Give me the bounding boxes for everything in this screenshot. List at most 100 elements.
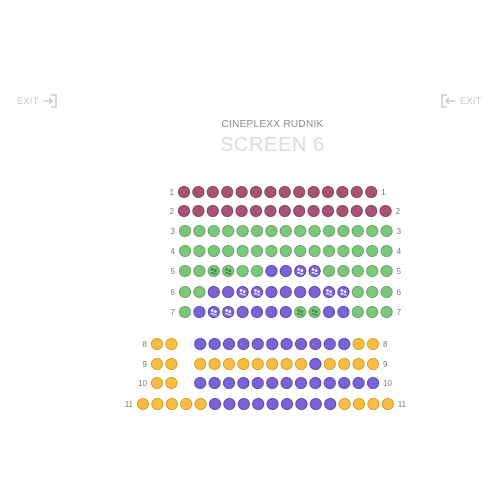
seat[interactable] <box>237 357 250 371</box>
seat[interactable] <box>222 224 235 238</box>
seat[interactable] <box>237 397 250 411</box>
seat[interactable] <box>207 305 220 319</box>
seat[interactable] <box>351 285 364 299</box>
seat[interactable] <box>266 337 279 351</box>
seat[interactable] <box>380 224 393 238</box>
seat[interactable] <box>194 376 207 390</box>
seat[interactable] <box>206 204 219 218</box>
seat[interactable] <box>380 264 393 278</box>
seat[interactable] <box>280 357 293 371</box>
seat[interactable] <box>265 224 278 238</box>
seat[interactable] <box>222 357 236 371</box>
seat[interactable] <box>278 185 291 199</box>
seat[interactable] <box>321 204 335 218</box>
seat[interactable] <box>294 376 308 390</box>
seat[interactable] <box>366 376 380 390</box>
seat[interactable] <box>193 244 206 258</box>
seat[interactable] <box>207 224 220 238</box>
seat[interactable] <box>294 305 307 319</box>
seat[interactable] <box>338 357 351 371</box>
seat[interactable] <box>193 285 206 299</box>
seat[interactable] <box>337 224 350 238</box>
seat[interactable] <box>280 376 293 390</box>
seat[interactable] <box>265 285 278 299</box>
seat[interactable] <box>337 305 350 319</box>
seat[interactable] <box>366 224 379 238</box>
seat[interactable] <box>294 224 307 238</box>
seat[interactable] <box>222 305 235 319</box>
seat[interactable] <box>322 305 336 319</box>
seat[interactable] <box>236 224 249 238</box>
seat[interactable] <box>294 337 308 351</box>
seat[interactable] <box>178 264 192 278</box>
seat[interactable] <box>307 204 320 218</box>
seat[interactable] <box>279 244 292 258</box>
seat[interactable] <box>351 244 364 258</box>
seat[interactable] <box>194 397 207 411</box>
seat[interactable] <box>322 264 336 278</box>
seat[interactable] <box>236 285 249 299</box>
seat[interactable] <box>308 305 321 319</box>
seat[interactable] <box>321 185 335 199</box>
seat[interactable] <box>236 264 249 278</box>
seat[interactable] <box>249 185 263 199</box>
seat[interactable] <box>150 337 164 351</box>
seat[interactable] <box>251 376 264 390</box>
seat[interactable] <box>366 264 379 278</box>
seat[interactable] <box>207 244 220 258</box>
seat[interactable] <box>379 204 392 218</box>
seat[interactable] <box>365 204 378 218</box>
seat[interactable] <box>367 397 380 411</box>
seat[interactable] <box>165 376 178 390</box>
seat[interactable] <box>280 397 294 411</box>
seat[interactable] <box>307 185 320 199</box>
seat[interactable] <box>366 305 379 319</box>
seat[interactable] <box>338 397 351 411</box>
seat[interactable] <box>265 244 278 258</box>
seat[interactable] <box>250 285 264 299</box>
seat[interactable] <box>236 305 249 319</box>
seat[interactable] <box>294 357 308 371</box>
seat[interactable] <box>352 337 365 351</box>
seat[interactable] <box>308 264 321 278</box>
seat[interactable] <box>337 264 350 278</box>
seat[interactable] <box>251 337 264 351</box>
seat[interactable] <box>352 357 365 371</box>
seat[interactable] <box>337 244 350 258</box>
seat[interactable] <box>249 204 263 218</box>
seat[interactable] <box>250 264 264 278</box>
seat[interactable] <box>380 244 393 258</box>
seat[interactable] <box>193 264 206 278</box>
seat[interactable] <box>322 224 336 238</box>
seat[interactable] <box>251 357 264 371</box>
seat[interactable] <box>323 357 336 371</box>
seat[interactable] <box>194 337 207 351</box>
seat[interactable] <box>222 244 235 258</box>
seat[interactable] <box>206 185 219 199</box>
seat[interactable] <box>308 224 321 238</box>
seat[interactable] <box>278 204 291 218</box>
seat[interactable] <box>208 376 221 390</box>
seat[interactable] <box>279 224 292 238</box>
seat[interactable] <box>351 264 364 278</box>
seat[interactable] <box>150 376 164 390</box>
seat[interactable] <box>323 337 336 351</box>
seat[interactable] <box>280 337 293 351</box>
seat[interactable] <box>150 357 164 371</box>
seat[interactable] <box>222 376 236 390</box>
seat[interactable] <box>338 376 351 390</box>
seat[interactable] <box>178 224 192 238</box>
seat[interactable] <box>366 357 380 371</box>
seat[interactable] <box>380 305 393 319</box>
seat[interactable] <box>322 285 336 299</box>
seat[interactable] <box>208 337 221 351</box>
seat[interactable] <box>279 305 292 319</box>
seat[interactable] <box>235 185 248 199</box>
seat[interactable] <box>208 357 221 371</box>
seat[interactable] <box>308 285 321 299</box>
seat[interactable] <box>366 337 380 351</box>
seat[interactable] <box>293 204 306 218</box>
seat[interactable] <box>177 185 191 199</box>
seat[interactable] <box>252 397 265 411</box>
seat[interactable] <box>250 224 264 238</box>
